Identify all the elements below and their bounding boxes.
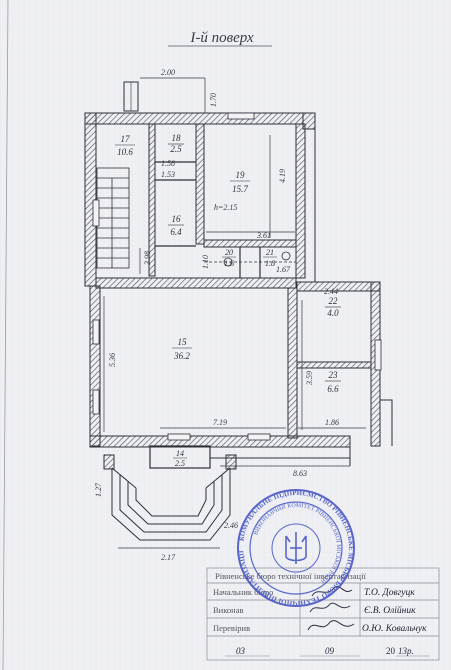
room-21-number: 21 <box>266 248 274 257</box>
room-16-number: 16 <box>172 214 182 224</box>
footer-header-line: Рівненське бюро технічної інвентаризації <box>215 571 366 581</box>
dim-2-17: 2.17 <box>161 553 176 562</box>
dim-2-46: 2.46 <box>224 521 238 530</box>
footer-name-checked: О.Ю. Ковальчук <box>362 624 427 634</box>
room-18-number: 18 <box>172 133 182 143</box>
vestibule <box>149 445 211 469</box>
dim-4-19: 4.19 <box>278 169 287 183</box>
room-19-number: 19 <box>236 170 246 180</box>
toilet-fixture <box>281 251 291 261</box>
signature-checked <box>307 620 355 631</box>
dim-8-63: 8.63 <box>293 469 307 478</box>
room-23-number: 23 <box>329 370 339 380</box>
footer-name-executed: Є.В. Олійник <box>364 605 416 616</box>
footer-date-day: 03 <box>236 646 246 656</box>
footer-names: Т.О. Довгуцк Є.В. Олійник О.Ю. Ковальчук <box>362 588 427 634</box>
signature-executed <box>309 602 351 613</box>
room-14-number: 14 <box>176 449 184 458</box>
dim-1-67: 1.67 <box>276 265 291 274</box>
dim-5-36: 5.36 <box>108 353 117 367</box>
signature-head <box>311 586 353 597</box>
dim-1-27: 1.27 <box>94 482 103 497</box>
coat-of-arms-icon <box>285 532 307 564</box>
footer-date-year-suffix: 13р. <box>398 646 414 656</box>
footer-date: 03 09 20 13р. <box>225 646 430 657</box>
room-23-area: 6.6 <box>327 384 339 394</box>
room-17-number: 17 <box>121 134 131 144</box>
footer-role-head: Начальник бюро <box>213 587 273 597</box>
dim-3-98: 3.98 <box>143 251 152 266</box>
dim-2-00: 2.00 <box>161 68 175 77</box>
dim-3-61: 3.61 <box>256 231 271 240</box>
floor-plan <box>84 77 393 549</box>
footer-date-month: 09 <box>325 646 335 656</box>
room-17-area: 10.6 <box>117 147 133 157</box>
room-22-number: 22 <box>329 296 339 306</box>
footer-date-year-prefix: 20 <box>386 646 396 656</box>
dim-1-70: 1.70 <box>209 93 218 107</box>
room-22-area: 4.0 <box>327 308 339 318</box>
dim-1-53: 1.53 <box>161 170 175 179</box>
floor-title: I-й поверх <box>189 30 254 46</box>
room-18-area: 2.5 <box>170 144 182 154</box>
porch-steps <box>103 454 237 541</box>
dim-2-44: 2.44 <box>324 287 338 296</box>
room-21-area: 1.8 <box>265 259 275 268</box>
room-labels: 17 10.6 18 2.5 19 15.7 16 6.4 20 1.6 21 … <box>115 133 341 468</box>
sink-fixture <box>223 257 233 267</box>
footer-rows: Начальник бюро Виконав Перевірив <box>213 587 273 633</box>
dim-1-58: 1.58 <box>161 159 175 168</box>
dimension-labels: 2.00 1.70 4.19 h=2.15 1.58 1.53 3.61 3.9… <box>94 68 339 562</box>
dimension-lines <box>103 77 366 549</box>
room-20-area: 1.6 <box>224 259 234 268</box>
dim-h-2-15: h=2.15 <box>214 203 237 212</box>
dim-1-10: 1.10 <box>201 255 210 269</box>
left-margin-line <box>2 0 9 670</box>
footer-signatures <box>307 586 355 631</box>
dim-3-59: 3.59 <box>305 371 314 386</box>
footer-role-executed: Виконав <box>213 605 244 615</box>
room-16-area: 6.4 <box>170 227 182 237</box>
footer-role-checked: Перевірив <box>213 623 250 633</box>
dim-1-86: 1.86 <box>325 418 339 427</box>
room-15-area: 36.2 <box>173 351 190 361</box>
partitions <box>155 161 296 278</box>
room-14-area: 2.5 <box>175 459 185 468</box>
footer-name-head: Т.О. Довгуцк <box>364 588 415 598</box>
room-19-area: 15.7 <box>232 184 248 194</box>
dim-7-19: 7.19 <box>213 418 227 427</box>
room-20-number: 20 <box>225 248 233 257</box>
room-15-number: 15 <box>178 337 188 347</box>
windows <box>92 112 382 441</box>
